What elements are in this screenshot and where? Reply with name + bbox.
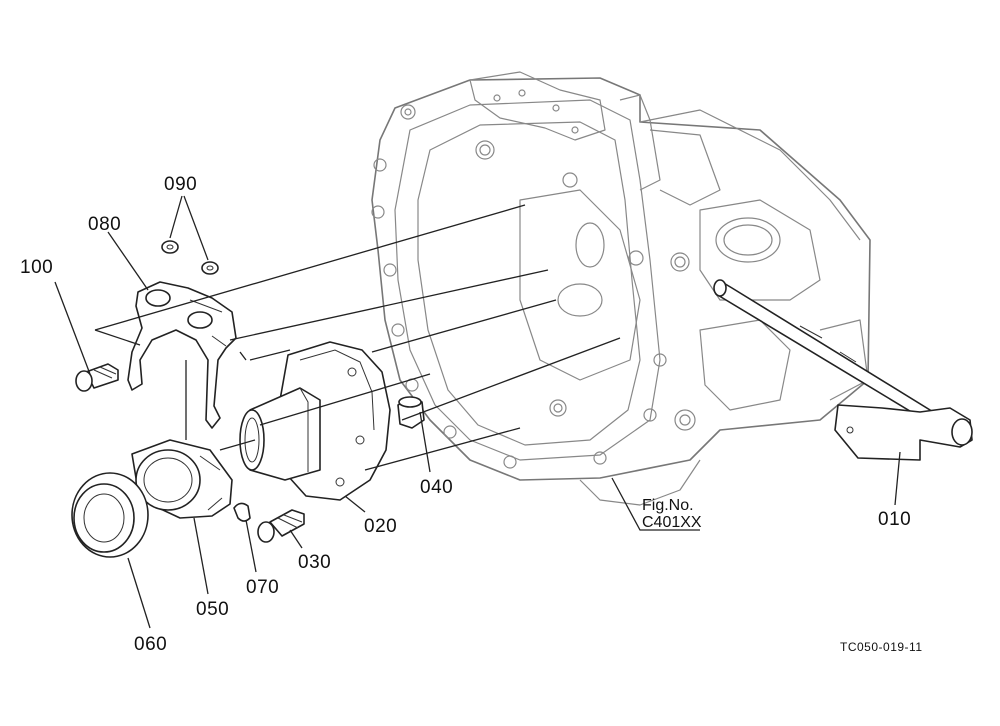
callout-070: 070 [246,577,279,598]
callout-040: 040 [420,477,453,498]
part-100-bolt [75,363,119,392]
part-030-bolt [257,509,305,543]
assembly-lines [94,204,621,471]
callout-080: 080 [88,214,121,235]
callout-100: 100 [20,257,53,278]
callout-060: 060 [134,634,167,655]
clutch-housing [371,71,871,506]
part-020-release-hub [239,341,391,501]
callout-020: 020 [364,516,397,537]
part-050-bearing-holder [131,439,233,519]
part-060-release-bearing [71,472,149,558]
figure-ref-label: Fig.No. [642,497,694,514]
callout-030: 030 [298,552,331,573]
part-040-pin [397,396,425,429]
callout-010: 010 [878,509,911,530]
part-080-release-fork [127,281,237,429]
part-070-clip [233,502,251,522]
leader-lines [54,195,901,629]
part-010-release-shaft [713,279,973,461]
figure-ref-code: C401XX [642,514,702,531]
part-090-washers [161,240,219,275]
drawing-code: TC050-019-11 [840,640,923,654]
callout-090: 090 [164,174,197,195]
callout-050: 050 [196,599,229,620]
